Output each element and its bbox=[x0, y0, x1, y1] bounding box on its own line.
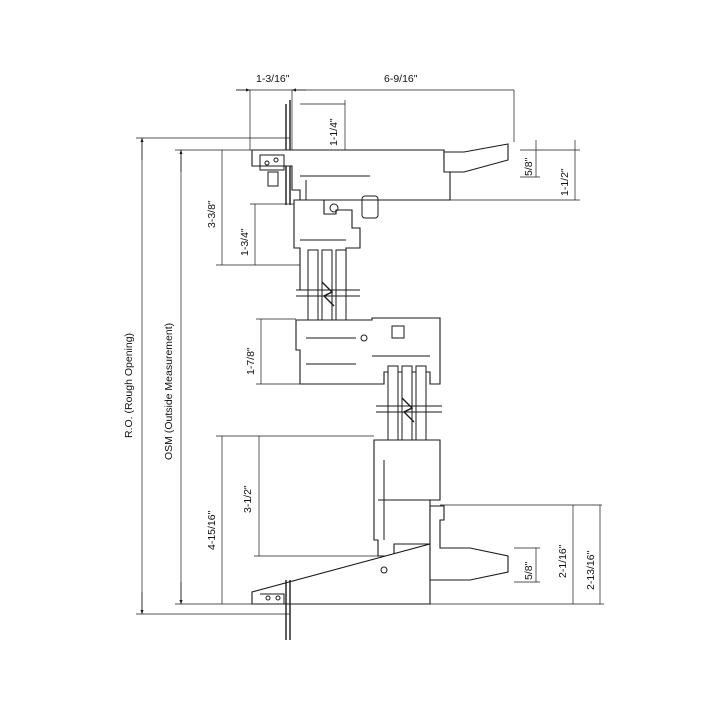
right-dimensions: 5/8" 1-1/2" 5/8" 2-1/16" 2-13/16" bbox=[430, 140, 604, 605]
dim-sill-lip: 5/8" bbox=[523, 561, 535, 580]
dim-head-sash: 1-3/4" bbox=[239, 228, 251, 256]
label-outside-measurement: OSM (Outside Measurement) bbox=[163, 323, 175, 460]
dim-meeting-rail: 1-7/8" bbox=[245, 347, 257, 375]
dim-sill-sash: 3-1/2" bbox=[242, 485, 254, 513]
dim-sill-fin-a: 2-1/16" bbox=[557, 544, 569, 578]
dim-head-fin: 1-1/2" bbox=[559, 168, 571, 196]
dim-head-drop-group: 1-1/4" bbox=[300, 100, 346, 151]
dim-head-drop: 1-1/4" bbox=[328, 118, 340, 146]
sill-frame bbox=[251, 439, 509, 640]
dim-top-right: 6-9/16" bbox=[384, 73, 418, 85]
dim-top-left: 1-3/16" bbox=[256, 73, 290, 85]
head-frame bbox=[251, 100, 509, 291]
label-rough-opening: R.O. (Rough Opening) bbox=[123, 333, 135, 438]
upper-glass bbox=[296, 249, 360, 333]
dim-head-lip: 5/8" bbox=[523, 157, 535, 176]
dim-sill-height: 4-15/16" bbox=[206, 510, 218, 550]
dim-head-height: 3-3/8" bbox=[206, 200, 218, 228]
left-dimensions: R.O. (Rough Opening) OSM (Outside Measur… bbox=[123, 137, 378, 615]
dim-sill-fin-b: 2-13/16" bbox=[585, 550, 597, 590]
top-dimensions: 1-3/16" 6-9/16" bbox=[236, 73, 515, 150]
